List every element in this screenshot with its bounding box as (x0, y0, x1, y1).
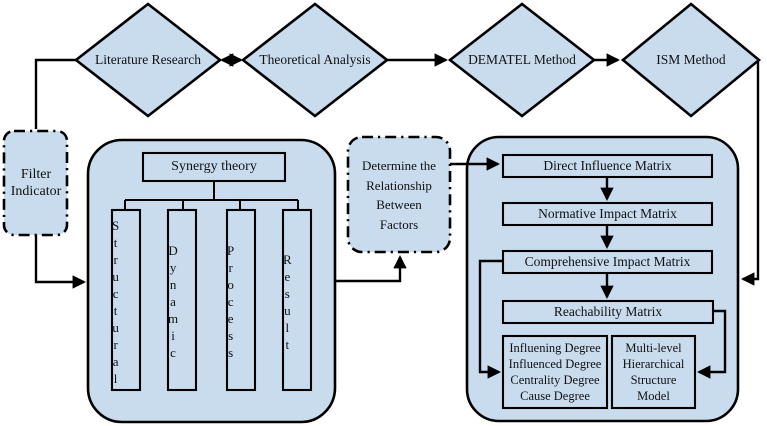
diamond-label-dematel-method: DEMATEL Method (468, 51, 576, 67)
connector-literature-to-filter (34, 58, 76, 129)
model-box-shape (610, 334, 697, 410)
filter-indicator-line-1: Filter (20, 166, 52, 182)
column-result-shape (281, 208, 313, 392)
filter-indicator-label: Filter Indicator (6, 133, 66, 233)
filter-indicator-line-2: Indicator (10, 184, 62, 199)
column-label-process: P r o c e s s (227, 243, 235, 360)
degree-line-4: Cause Degree (520, 389, 590, 403)
determine-box-shape (346, 135, 452, 254)
column-structural-shape (110, 208, 142, 392)
model-box-label: Multi-level Hierarchical Structure Model (614, 338, 693, 406)
diamond-label-literature-research: Literature Research (94, 51, 202, 67)
determine-line-3: Between (376, 197, 422, 212)
model-line-4: Model (637, 389, 670, 403)
column-label-result: R e s u l t (283, 251, 292, 352)
reachability-matrix-label: Reachability Matrix (553, 303, 663, 319)
degree-box-label: Influening Degree Influenced Degree Cent… (505, 338, 605, 406)
synergy-tree-connector (124, 181, 299, 210)
diamond-theoretical-analysis (240, 2, 390, 118)
diamond-ism-method (620, 2, 762, 118)
degree-line-2: Influenced Degree (508, 357, 602, 371)
diamond-label-ism-method: ISM Method (656, 51, 726, 67)
model-line-3: Structure (630, 373, 677, 387)
model-line-2: Hierarchical (622, 357, 685, 371)
synergy-theory-box-shape (141, 151, 287, 183)
connector-synergy-to-determine-arrow (335, 254, 407, 283)
degree-line-1: Influening Degree (509, 341, 601, 355)
model-line-1: Multi-level (625, 341, 682, 355)
degree-line-3: Centrality Degree (510, 373, 600, 387)
column-dynamic-shape (166, 208, 198, 392)
comprehensive-impact-matrix-label: Comprehensive Impact Matrix (524, 253, 691, 269)
determine-line-2: Relationship (366, 177, 432, 193)
connector-ism-to-dematel-panel-arrow (740, 61, 760, 286)
column-label-dynamic: D y n a m i c (168, 243, 179, 360)
connector-filter-to-synergy-panel-arrow (34, 235, 87, 289)
synergy-theory-label: Synergy theory (171, 159, 257, 175)
column-label-structural: S t r u c t u r a l (112, 217, 120, 386)
direct-influence-matrix-label: Direct Influence Matrix (543, 157, 672, 173)
diamond-label-theoretical-analysis: Theoretical Analysis (259, 51, 371, 67)
connector-reachability-to-model-box-arrow (696, 309, 727, 379)
determine-line-4: Factors (379, 216, 419, 232)
determine-line-1: Determine the (362, 158, 436, 173)
determine-box-label: Determine the Relationship Between Facto… (350, 140, 448, 250)
normative-impact-matrix-label: Normative Impact Matrix (538, 205, 677, 221)
diamond-literature-research (73, 2, 223, 118)
diamond-dematel-method (447, 2, 597, 118)
degree-box-shape (501, 334, 609, 410)
connector-comprehensive-to-degree-box-arrow (478, 259, 503, 379)
column-process-shape (225, 208, 257, 392)
